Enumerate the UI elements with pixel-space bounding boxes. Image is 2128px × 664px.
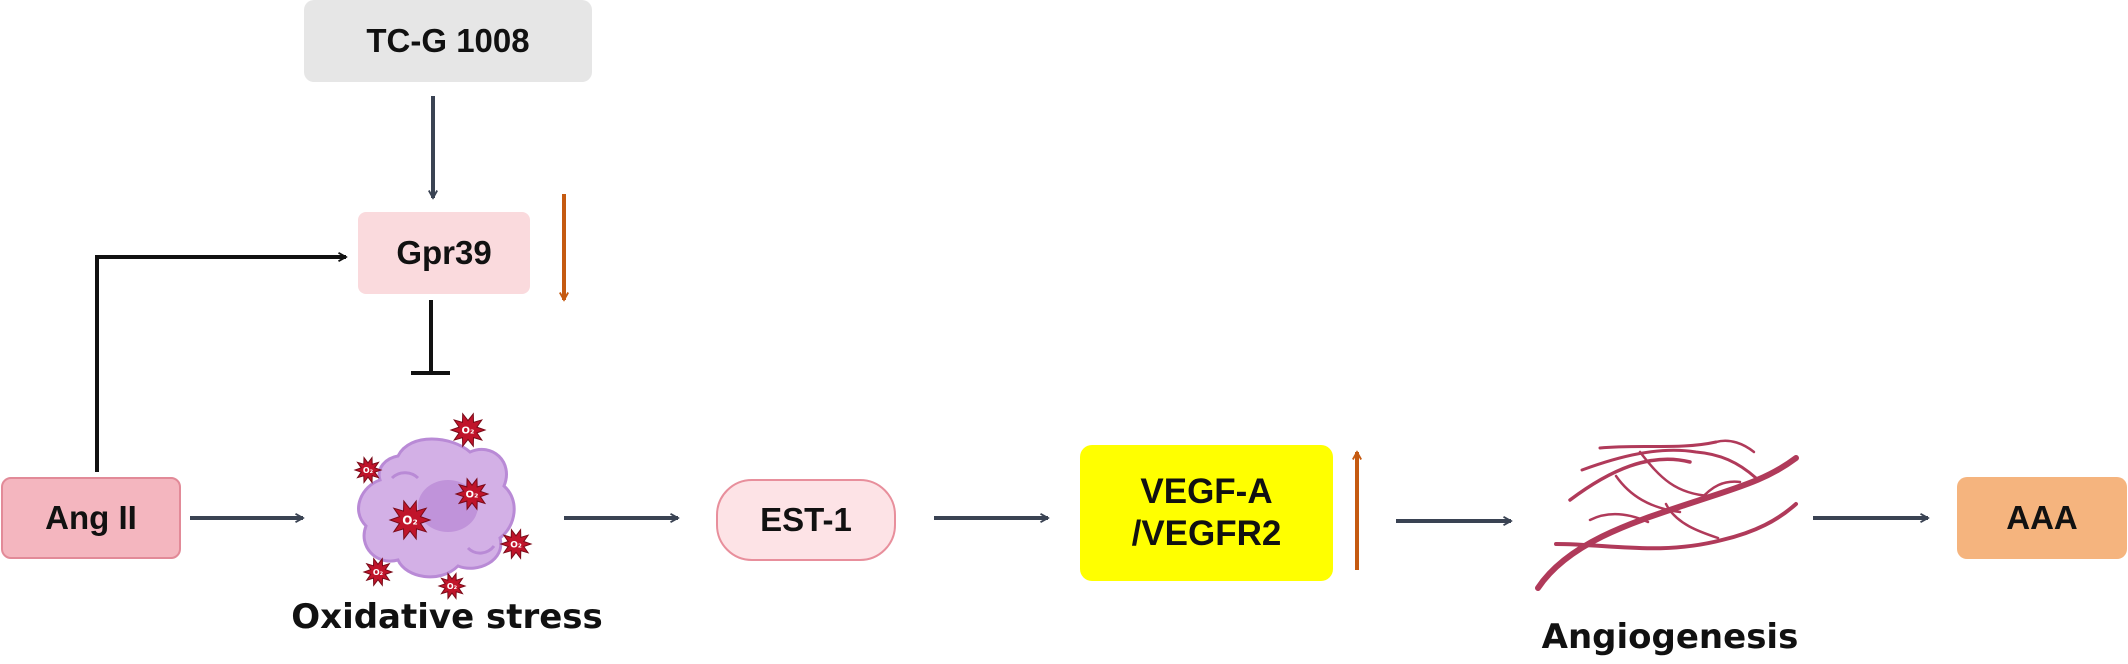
ros-label: O₂ [462, 426, 475, 437]
ros-label: O₂ [363, 466, 374, 475]
vegf-label-line2: /VEGFR2 [1131, 514, 1282, 553]
ros-particles: O₂ O₂ O₂ O₂ O₂ O₂ O₂ [353, 412, 533, 600]
ros-label: O₂ [510, 540, 522, 550]
ros-burst-icon: O₂ [499, 528, 533, 560]
aaa-box: AAA [1957, 477, 2127, 559]
ros-burst-icon: O₂ [437, 572, 467, 600]
arrow-ang-to-gpr39 [95, 257, 346, 472]
ros-burst-icon: O₂ [388, 499, 432, 541]
ang-ii-box: Ang II [1, 477, 181, 559]
ros-label: O₂ [466, 490, 479, 501]
aaa-label: AAA [2006, 499, 2078, 537]
ros-label: O₂ [373, 568, 384, 577]
vegf-label-line1: VEGF-A [1140, 472, 1273, 511]
cell-icon [357, 437, 516, 579]
ang-ii-label: Ang II [45, 499, 137, 537]
est-1-label: EST-1 [760, 501, 852, 539]
angiogenesis-label: Angiogenesis [1541, 617, 1799, 657]
vegf-box: VEGF-A /VEGFR2 [1080, 445, 1333, 581]
ros-burst-icon: O₂ [449, 412, 487, 448]
tc-g-1008-box: TC-G 1008 [304, 0, 592, 82]
est-1-box: EST-1 [716, 479, 896, 561]
ros-burst-icon: O₂ [362, 557, 394, 587]
ros-label: O₂ [402, 513, 417, 527]
blood-vessel-icon [1535, 439, 1799, 591]
ros-burst-icon: O₂ [454, 477, 490, 511]
gpr39-label: Gpr39 [396, 234, 492, 272]
gpr39-box: Gpr39 [358, 212, 530, 294]
ros-burst-icon: O₂ [353, 456, 383, 484]
oxidative-stress-label: Oxidative stress [291, 597, 603, 637]
tc-g-1008-label: TC-G 1008 [366, 22, 530, 60]
ros-label: O₂ [447, 582, 458, 591]
